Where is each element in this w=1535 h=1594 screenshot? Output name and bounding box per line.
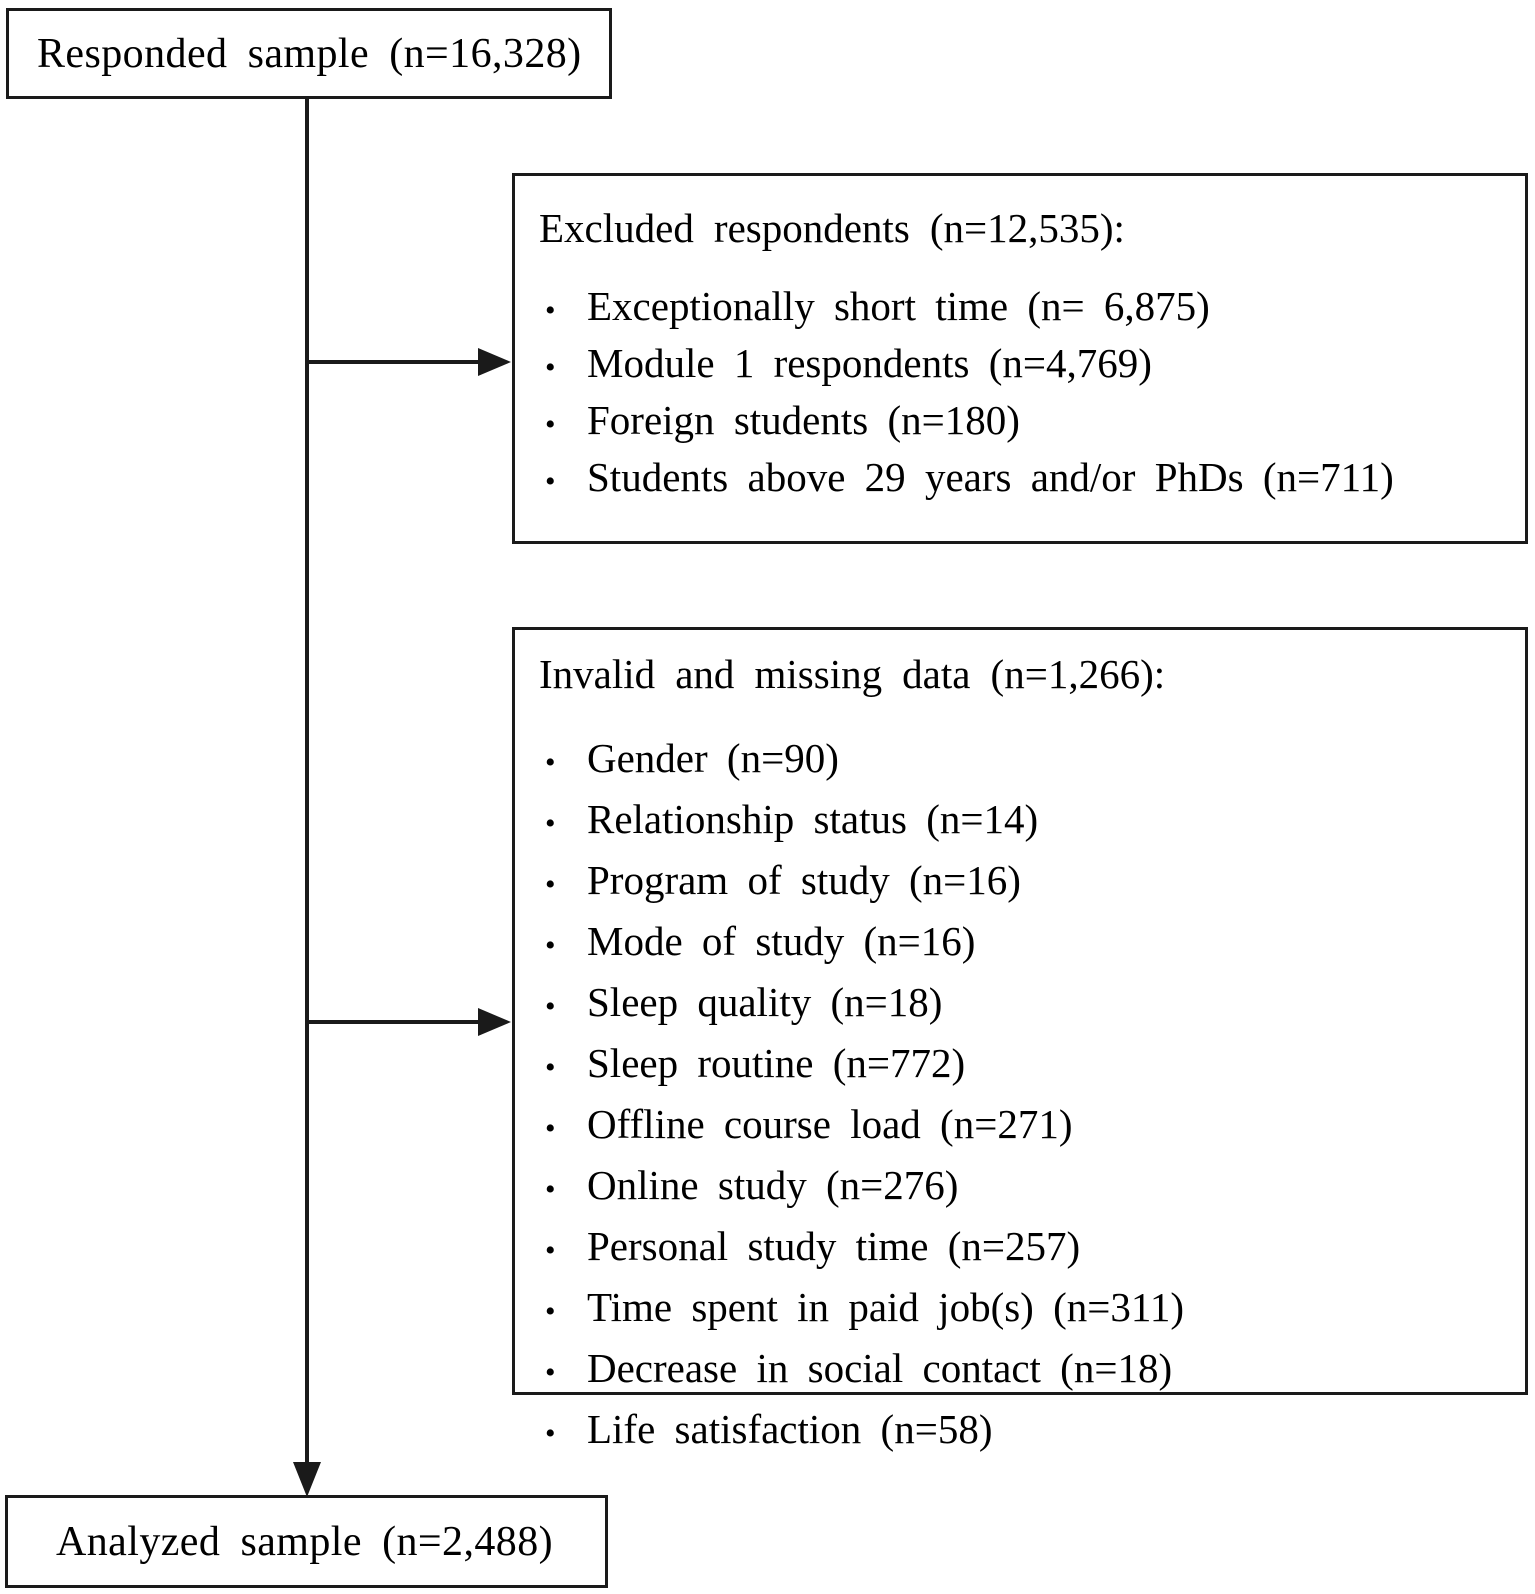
analyzed-sample-box: Analyzed sample (n=2,488)	[5, 1495, 608, 1588]
list-item: • Personal study time (n=257)	[539, 1218, 1507, 1279]
list-item-label: Sleep routine (n=772)	[587, 1040, 966, 1086]
list-item-label: Module 1 respondents (n=4,769)	[587, 340, 1152, 386]
list-item-label: Mode of study (n=16)	[587, 918, 976, 964]
list-item-label: Online study (n=276)	[587, 1162, 959, 1208]
responded-sample-box: Responded sample (n=16,328)	[6, 8, 612, 99]
bullet-marker: •	[545, 990, 556, 1023]
analyzed-sample-label: Analyzed sample (n=2,488)	[56, 1518, 554, 1565]
list-item: • Program of study (n=16)	[539, 852, 1507, 913]
bullet-marker: •	[545, 1417, 556, 1450]
bullet-marker: •	[545, 1234, 556, 1267]
excluded-box-title: Excluded respondents (n=12,535):	[539, 205, 1125, 251]
responded-sample-label: Responded sample (n=16,328)	[37, 30, 582, 77]
arrowhead-right-invalid-icon	[478, 1008, 511, 1036]
bullet-marker: •	[545, 1295, 556, 1328]
list-item: • Relationship status (n=14)	[539, 791, 1507, 852]
list-item: • Offline course load (n=271)	[539, 1096, 1507, 1157]
list-item-label: Gender (n=90)	[587, 735, 839, 781]
list-item-label: Program of study (n=16)	[587, 857, 1021, 903]
list-item: • Exceptionally short time (n= 6,875)	[539, 280, 1507, 337]
list-item-label: Students above 29 years and/or PhDs (n=7…	[587, 454, 1394, 500]
bullet-marker: •	[545, 294, 556, 327]
list-item: • Life satisfaction (n=58)	[539, 1401, 1507, 1462]
bullet-marker: •	[545, 408, 556, 441]
bullet-marker: •	[545, 1173, 556, 1206]
list-item: • Sleep quality (n=18)	[539, 974, 1507, 1035]
bullet-marker: •	[545, 1112, 556, 1145]
list-item-label: Sleep quality (n=18)	[587, 979, 943, 1025]
bullet-marker: •	[545, 868, 556, 901]
arrowhead-down-icon	[293, 1462, 321, 1497]
bullet-marker: •	[545, 465, 556, 498]
bullet-marker: •	[545, 1356, 556, 1389]
list-item-label: Decrease in social contact (n=18)	[587, 1345, 1173, 1391]
list-item-label: Relationship status (n=14)	[587, 796, 1039, 842]
list-item-label: Personal study time (n=257)	[587, 1223, 1081, 1269]
list-item: • Gender (n=90)	[539, 730, 1507, 791]
list-item: • Foreign students (n=180)	[539, 394, 1507, 451]
list-item-label: Time spent in paid job(s) (n=311)	[587, 1284, 1185, 1330]
list-item: • Online study (n=276)	[539, 1157, 1507, 1218]
list-item: • Time spent in paid job(s) (n=311)	[539, 1279, 1507, 1340]
list-item-label: Foreign students (n=180)	[587, 397, 1020, 443]
list-item-label: Life satisfaction (n=58)	[587, 1406, 993, 1452]
list-item: • Decrease in social contact (n=18)	[539, 1340, 1507, 1401]
bullet-marker: •	[545, 351, 556, 384]
list-item-label: Exceptionally short time (n= 6,875)	[587, 283, 1210, 329]
bullet-marker: •	[545, 807, 556, 840]
list-item: • Sleep routine (n=772)	[539, 1035, 1507, 1096]
list-item-label: Offline course load (n=271)	[587, 1101, 1073, 1147]
bullet-marker: •	[545, 929, 556, 962]
excluded-respondents-box: Excluded respondents (n=12,535): • Excep…	[512, 173, 1528, 544]
invalid-box-title: Invalid and missing data (n=1,266):	[539, 651, 1166, 697]
bullet-marker: •	[545, 746, 556, 779]
arrowhead-right-excluded-icon	[478, 348, 511, 376]
bullet-marker: •	[545, 1051, 556, 1084]
list-item: • Module 1 respondents (n=4,769)	[539, 337, 1507, 394]
list-item: • Mode of study (n=16)	[539, 913, 1507, 974]
excluded-items-list: • Exceptionally short time (n= 6,875) • …	[539, 280, 1507, 508]
list-item: • Students above 29 years and/or PhDs (n…	[539, 451, 1507, 508]
invalid-items-list: • Gender (n=90) • Relationship status (n…	[539, 730, 1507, 1462]
invalid-missing-data-box: Invalid and missing data (n=1,266): • Ge…	[512, 627, 1528, 1452]
